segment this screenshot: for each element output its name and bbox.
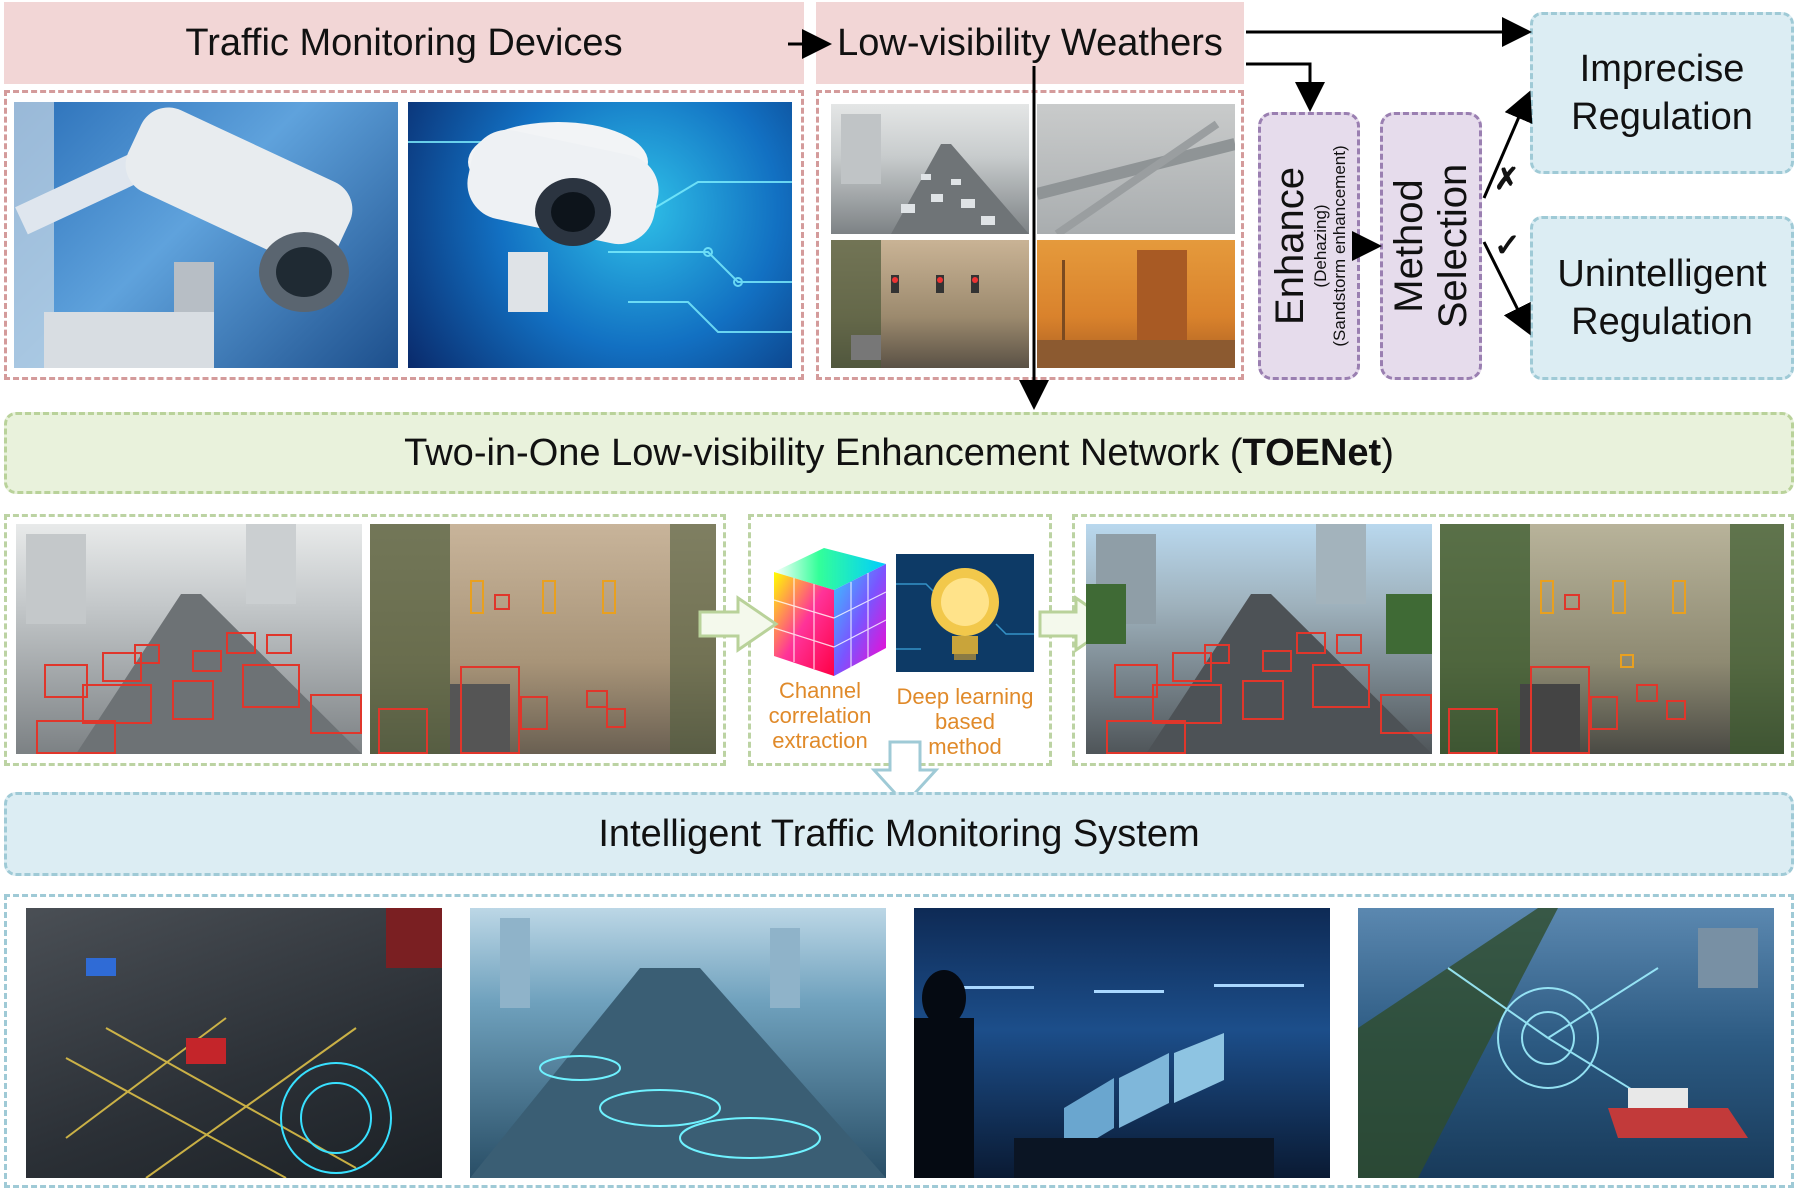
channel-label-line1: Channel [779,678,861,703]
devices-title: Traffic Monitoring Devices [185,21,623,64]
devices-header: Traffic Monitoring Devices [4,2,804,84]
toenet-bar: Two-in-One Low-visibility Enhancement Ne… [4,412,1794,494]
system-title: Intelligent Traffic Monitoring System [598,812,1200,855]
imprecise-regulation-box: Imprecise Regulation [1530,12,1794,174]
building-icon [1037,250,1235,368]
enhanced-sandstorm-icon [1440,524,1784,754]
weather-header: Low-visibility Weathers [816,2,1244,84]
road-traffic-icon [841,114,1029,234]
input-sandstorm-detection [370,524,716,754]
weather-panel [816,90,1244,380]
traffic-light-icon [831,240,979,368]
toenet-title-suffix: ) [1381,431,1394,474]
output-images-panel [1072,514,1794,766]
dl-label-line2: based [935,709,995,734]
circuit-camera-icon [408,122,792,333]
unintelligent-line1: Unintelligent [1557,253,1767,295]
toenet-title-bold: TOENet [1242,431,1382,474]
system-bar: Intelligent Traffic Monitoring System [4,792,1794,876]
camera-photo-2 [408,102,792,368]
control-room-icon [914,970,1304,1178]
smart-highway-icon [470,918,886,1178]
road-scene-icon [26,524,362,754]
imprecise-line1: Imprecise [1579,48,1745,90]
weather-sandstorm-building [1037,240,1235,368]
smart-port-image [1358,908,1774,1178]
fog-road-icon [1037,120,1235,234]
arrow-input-to-method [698,595,779,653]
sandstorm-scene-icon [370,524,716,754]
arrow-method-to-imprecise [1482,90,1533,199]
weather-sand-traffic-lights [831,240,1029,368]
imprecise-line2: Regulation [1571,96,1753,138]
channel-label-line3: extraction [772,728,868,753]
channel-label-line2: correlation [768,703,872,728]
weather-fog-intersection [1037,104,1235,234]
dl-label-line3: method [928,734,1002,759]
system-images-panel [4,894,1794,1188]
weather-haze-road [831,104,1029,234]
flow-arrows [788,17,1533,410]
devices-panel [4,90,804,380]
toenet-title-prefix: Two-in-One Low-visibility Enhancement Ne… [404,431,1243,474]
dl-label-line1: Deep learning [896,684,1034,709]
channel-correlation-label: Channel correlation extraction [756,678,884,753]
enhanced-road-icon [1086,524,1432,754]
camera-icon [14,102,353,368]
arrow-weather-to-enhance [1246,62,1325,112]
port-control-room-image [914,908,1330,1178]
camera-photo-1 [14,102,398,368]
weather-title: Low-visibility Weathers [837,21,1223,64]
smart-highway-image [470,908,886,1178]
arrow-down-to-system [870,740,940,807]
input-images-panel [4,514,726,766]
brain-bulb-icon [896,554,1034,672]
smart-port-icon [1358,908,1758,1178]
unintelligent-line2: Regulation [1571,301,1753,343]
check-mark: ✓ [1494,227,1521,263]
unintelligent-regulation-box: Unintelligent Regulation [1530,216,1794,380]
input-hazy-road-detection [16,524,362,754]
smart-intersection-icon [65,908,442,1178]
arrow-method-to-unintelligent [1482,241,1531,336]
deep-learning-label: Deep learning based method [886,684,1044,759]
color-cube-icon [773,548,887,676]
output-enhanced-sandstorm-detection [1440,524,1784,754]
smart-intersection-image [26,908,442,1178]
output-enhanced-road-detection [1086,524,1432,754]
